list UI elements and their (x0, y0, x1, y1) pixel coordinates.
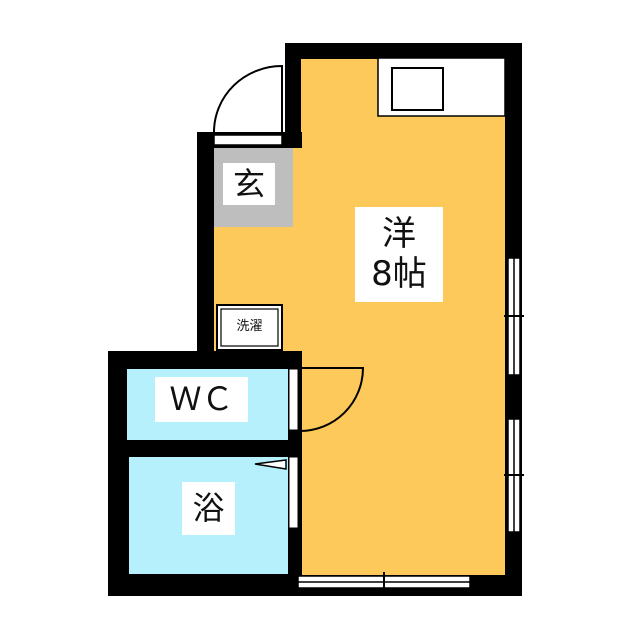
window-bottom (297, 572, 471, 592)
sink (391, 67, 444, 111)
laundry-name: 洗濯 (236, 319, 263, 335)
toilet-door[interactable] (288, 368, 299, 431)
bath-door[interactable] (288, 456, 299, 529)
western-room-label: 洋 8帖 (355, 207, 443, 302)
entrance-name: 玄 (232, 164, 265, 203)
window-right-upper (504, 257, 524, 376)
toilet-name: ＷＣ (169, 380, 234, 419)
western-room-floor (301, 59, 505, 575)
bath-door-marker (254, 459, 287, 470)
entrance-label: 玄 (223, 163, 275, 205)
toilet-door-swing (299, 367, 365, 432)
western-room-name: 洋 (382, 214, 416, 255)
toilet-label: ＷＣ (155, 377, 248, 422)
western-room-size: 8帖 (371, 253, 427, 294)
window-right-lower (504, 418, 524, 533)
entry-door[interactable] (213, 134, 283, 146)
bath-label: 浴 (182, 482, 235, 535)
entry-door-swing (213, 64, 283, 133)
bath-name: 浴 (192, 489, 225, 528)
laundry-label: 洗濯 (224, 312, 275, 343)
